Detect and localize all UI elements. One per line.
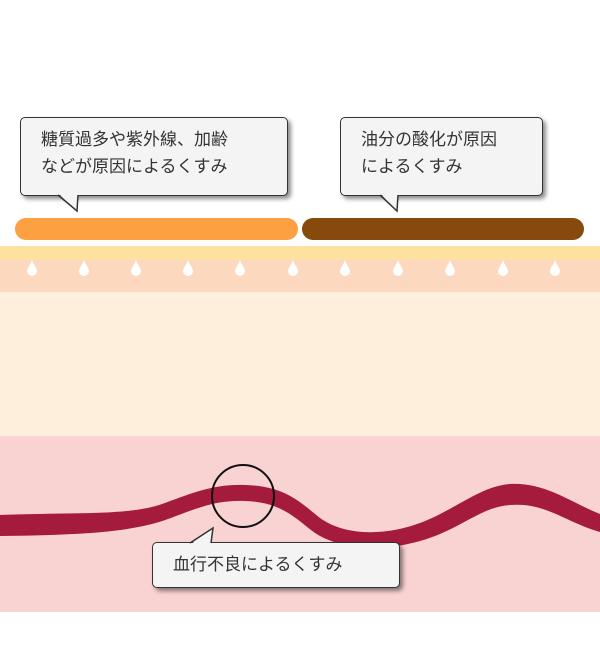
droplet-icon [183,260,193,276]
callout-oxidation-tail [380,193,398,211]
callout-oxidation-line1: 油分の酸化が原因 [361,130,497,150]
droplet-icon [27,260,37,276]
glycation-dullness-bar [15,218,298,240]
droplet-icon [393,260,403,276]
callout-glycation-tail [58,193,78,211]
dermis-layer [0,292,600,436]
epidermis-layer [0,260,600,292]
circle-highlight [211,464,275,528]
callout-circulation: 血行不良によるくすみ [152,542,400,588]
callout-oxidation-line2: によるくすみ [361,157,463,177]
droplet-icon [445,260,455,276]
callout-oxidation: 油分の酸化が原因 によるくすみ [340,117,543,196]
droplet-icon [550,260,560,276]
droplet-icon [131,260,141,276]
droplet-row [27,260,560,276]
skin-surface-layer [0,246,600,260]
droplet-icon [340,260,350,276]
oxidation-dullness-bar [302,218,584,240]
blood-vessel [0,483,600,548]
droplet-icon [288,260,298,276]
callout-glycation: 糖質過多や紫外線、加齢 などが原因によるくすみ [20,117,288,196]
droplet-icon [235,260,245,276]
droplet-icon [498,260,508,276]
droplet-icon [79,260,89,276]
callout-glycation-line2: などが原因によるくすみ [41,157,228,177]
callout-circulation-text: 血行不良によるくすみ [173,555,343,575]
callout-glycation-line1: 糖質過多や紫外線、加齢 [41,130,228,150]
